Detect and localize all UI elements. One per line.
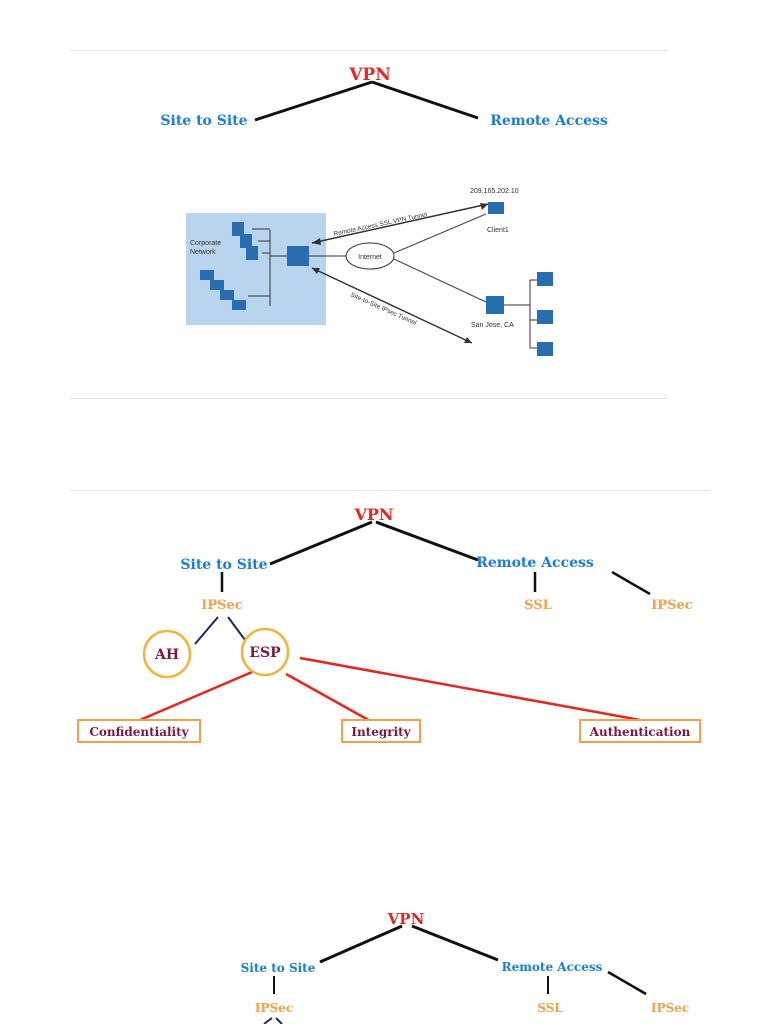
mid-ipsec-left: IPSec — [201, 598, 243, 613]
client-ip: 209.165.202.10 — [470, 188, 519, 195]
branch-pc-2-icon — [537, 310, 553, 324]
network-diagram: Corporate Network Internet Remote Access… — [186, 188, 553, 356]
remote-tunnel-label: Remote Access SSL VPN Tunnel — [333, 211, 428, 238]
bottom-site-to-site: Site to Site — [241, 961, 316, 975]
divider-mid — [70, 398, 668, 399]
client-laptop-icon — [488, 202, 504, 214]
san-jose-label: San Jose, CA — [471, 322, 514, 329]
bottom-vpn-root: VPN — [387, 910, 425, 928]
bottom-remote-access: Remote Access — [502, 960, 603, 974]
site-tunnel-label: Site-to-Site IPsec Tunnel — [349, 291, 418, 327]
branch-pc-1-icon — [537, 272, 553, 286]
integrity-box — [341, 719, 421, 743]
mid-ssl: SSL — [524, 598, 552, 613]
top-remote-access: Remote Access — [490, 113, 608, 129]
corporate-label-line1: Corporate — [190, 240, 221, 247]
bottom-ipsec-right: IPSec — [651, 1001, 689, 1015]
top-vpn-root: VPN — [348, 65, 391, 85]
bottom-ssl: SSL — [537, 1001, 563, 1015]
confidentiality-label: Confidentiality — [89, 725, 189, 739]
esp-label: ESP — [249, 645, 281, 661]
mid-ipsec-right: IPSec — [651, 598, 693, 613]
mid-vpn-tree: VPN Site to Site Remote Access IPSec SSL… — [77, 505, 701, 743]
bottom-vpn-tree: VPN Site to Site Remote Access IPSec SSL… — [241, 910, 689, 1024]
bottom-ipsec-left: IPSec — [255, 1001, 293, 1015]
divider-top — [70, 50, 668, 51]
corporate-network-label: Corporate Network — [190, 240, 223, 256]
authentication-label: Authentication — [589, 725, 691, 739]
esp-circle — [240, 627, 290, 677]
mid-remote-access: Remote Access — [476, 555, 594, 571]
pc-icons — [200, 270, 246, 310]
san-jose-firewall-icon — [486, 296, 504, 314]
integrity-label: Integrity — [351, 725, 411, 739]
firewall-icon — [287, 246, 309, 266]
confidentiality-box — [77, 719, 201, 743]
internet-label: Internet — [358, 254, 382, 261]
ah-circle — [142, 629, 192, 679]
branch-pc-3-icon — [537, 342, 553, 356]
ah-label: AH — [154, 647, 179, 663]
server-icons — [232, 222, 258, 260]
client-label: Client1 — [487, 227, 509, 234]
corporate-network-box — [186, 213, 326, 325]
mid-site-to-site: Site to Site — [180, 557, 267, 573]
divider-section2 — [70, 490, 710, 491]
top-vpn-tree: VPN Site to Site Remote Access — [160, 65, 608, 129]
internet-cloud-icon — [345, 242, 395, 270]
mid-vpn-root: VPN — [353, 505, 393, 524]
authentication-box — [579, 719, 701, 743]
top-site-to-site: Site to Site — [160, 113, 247, 129]
corporate-label-line2: Network — [190, 249, 216, 256]
